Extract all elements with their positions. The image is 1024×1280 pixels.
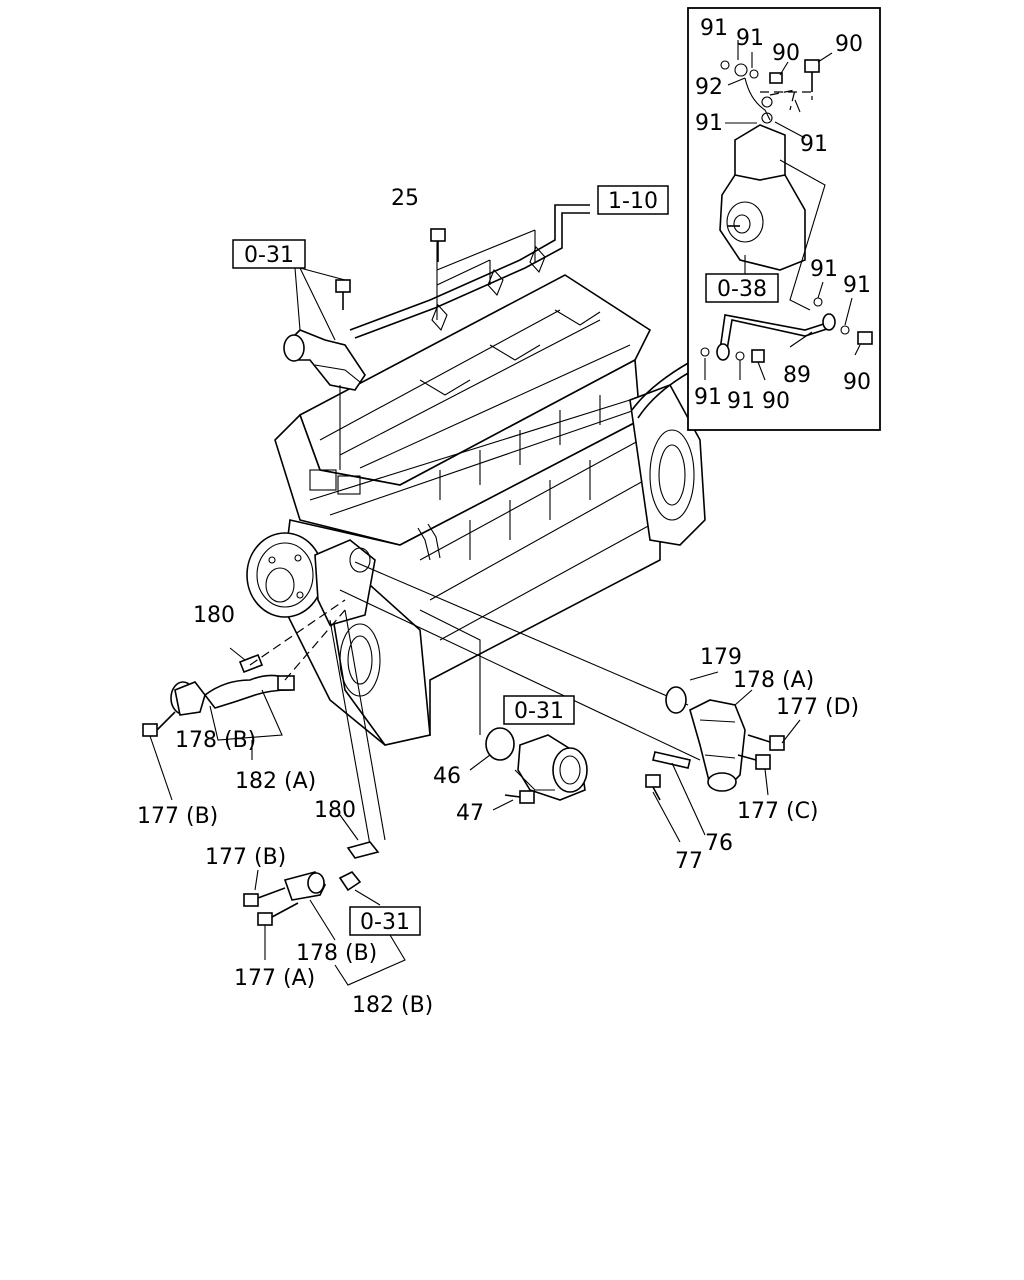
water-pipe-46-47 (419, 609, 588, 811)
label-180: 180 (314, 798, 356, 823)
label-177-b: 177 (B) (137, 804, 218, 829)
label-178-a: 178 (A) (733, 668, 814, 693)
ref-0-31-center-label: 0-31 (514, 699, 564, 724)
label-46: 46 (433, 764, 461, 789)
part-labels: 25 91 91 90 90 92 91 91 91 91 89 90 91 9… (137, 16, 871, 1018)
label-91: 91 (843, 273, 871, 298)
label-182-b: 182 (B) (352, 993, 433, 1018)
label-91: 91 (694, 385, 722, 410)
hose-182b (243, 609, 406, 986)
ref-box-0-38[interactable]: 0-38 (705, 273, 779, 303)
ref-box-1-10[interactable]: 1-10 (597, 185, 669, 215)
label-77: 77 (675, 849, 703, 874)
label-91: 91 (810, 257, 838, 282)
water-outlet-assembly (339, 561, 801, 843)
ref-0-38-label: 0-38 (717, 277, 767, 302)
label-177-c: 177 (C) (737, 799, 819, 824)
label-180: 180 (193, 603, 235, 628)
ref-1-10-label: 1-10 (608, 189, 658, 214)
hose-182a (142, 599, 346, 801)
label-178-b: 178 (B) (296, 941, 377, 966)
label-91: 91 (736, 26, 764, 51)
label-92: 92 (695, 75, 723, 100)
label-178-b: 178 (B) (175, 728, 256, 753)
label-91: 91 (700, 16, 728, 41)
label-91: 91 (727, 389, 755, 414)
label-91: 91 (695, 111, 723, 136)
label-90: 90 (762, 389, 790, 414)
label-90: 90 (843, 370, 871, 395)
label-47: 47 (456, 801, 484, 826)
ref-box-0-31-top[interactable]: 0-31 (232, 239, 306, 269)
label-91: 91 (800, 132, 828, 157)
label-25: 25 (391, 186, 419, 211)
label-76: 76 (705, 831, 733, 856)
thermostat-housing-assembly (283, 204, 590, 470)
air-compressor-inset (687, 7, 881, 431)
label-177-b: 177 (B) (205, 845, 286, 870)
label-177-a: 177 (A) (234, 966, 315, 991)
label-89: 89 (783, 363, 811, 388)
label-182-a: 182 (A) (235, 769, 316, 794)
engine-block (246, 274, 706, 746)
label-90: 90 (835, 32, 863, 57)
ref-box-0-31-lower[interactable]: 0-31 (349, 906, 421, 936)
ref-0-31-lower-label: 0-31 (360, 910, 410, 935)
label-179: 179 (700, 645, 742, 670)
label-90: 90 (772, 41, 800, 66)
ref-box-0-31-center[interactable]: 0-31 (503, 695, 575, 725)
label-177-d: 177 (D) (776, 695, 859, 720)
ref-0-31-top-label: 0-31 (244, 243, 294, 268)
